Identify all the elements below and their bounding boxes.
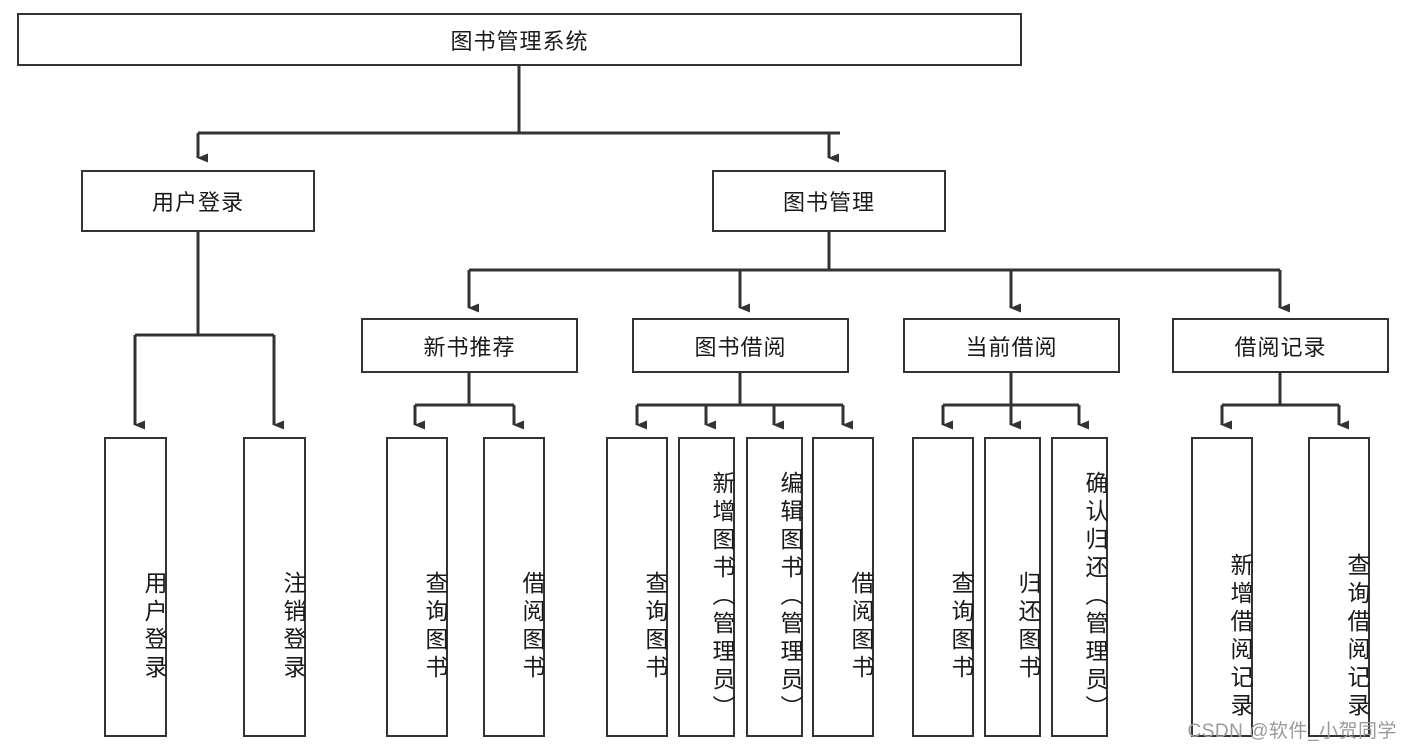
node-leaf-query-book-current-label: 查询图书: [948, 571, 974, 683]
node-leaf-borrow-book-recommend[interactable]: 借阅图书: [483, 437, 545, 737]
node-current-borrow[interactable]: 当前借阅: [903, 318, 1120, 373]
node-book-borrow[interactable]: 图书借阅: [632, 318, 849, 373]
node-leaf-query-borrow-record[interactable]: 查询借阅记录: [1308, 437, 1370, 737]
node-leaf-query-book-borrow-label: 查询图书: [642, 571, 668, 683]
node-leaf-add-book-label: 新增图书（管理员）: [709, 471, 735, 723]
node-leaf-return-book[interactable]: 归还图书: [984, 437, 1041, 737]
node-book-management-label: 图书管理: [782, 190, 875, 215]
node-leaf-add-borrow-record[interactable]: 新增借阅记录: [1191, 437, 1253, 737]
node-root-label: 图书管理系统: [450, 28, 589, 54]
node-leaf-confirm-return-label: 确认归还（管理员）: [1082, 471, 1108, 723]
node-book-borrow-label: 图书借阅: [694, 334, 787, 360]
node-user-login-label: 用户登录: [151, 190, 244, 215]
node-leaf-query-borrow-record-label: 查询借阅记录: [1344, 553, 1370, 721]
node-current-borrow-label: 当前借阅: [965, 334, 1058, 360]
node-root[interactable]: 图书管理系统: [17, 13, 1022, 66]
node-leaf-user-login[interactable]: 用户登录: [104, 437, 167, 737]
node-leaf-confirm-return[interactable]: 确认归还（管理员）: [1051, 437, 1108, 737]
node-new-book-recommend-label: 新书推荐: [423, 334, 516, 360]
node-leaf-query-book-current[interactable]: 查询图书: [912, 437, 974, 737]
node-leaf-logout-label: 注销登录: [280, 571, 306, 683]
node-leaf-return-book-label: 归还图书: [1015, 571, 1041, 683]
node-leaf-query-book-borrow[interactable]: 查询图书: [606, 437, 668, 737]
node-leaf-user-login-label: 用户登录: [141, 571, 167, 683]
node-leaf-edit-book-label: 编辑图书（管理员）: [777, 471, 803, 723]
node-leaf-add-borrow-record-label: 新增借阅记录: [1227, 553, 1253, 721]
node-borrow-record-label: 借阅记录: [1234, 334, 1327, 360]
node-leaf-borrow-book-recommend-label: 借阅图书: [519, 571, 545, 683]
node-borrow-record[interactable]: 借阅记录: [1172, 318, 1389, 373]
node-leaf-logout[interactable]: 注销登录: [243, 437, 306, 737]
node-leaf-query-book-recommend[interactable]: 查询图书: [386, 437, 448, 737]
node-leaf-edit-book[interactable]: 编辑图书（管理员）: [746, 437, 803, 737]
node-user-login[interactable]: 用户登录: [81, 170, 315, 232]
watermark: CSDN @软件_小贺同学: [1187, 721, 1397, 742]
node-new-book-recommend[interactable]: 新书推荐: [361, 318, 578, 373]
node-book-management[interactable]: 图书管理: [712, 170, 946, 232]
node-leaf-borrow-book-label: 借阅图书: [848, 571, 874, 683]
node-leaf-query-book-recommend-label: 查询图书: [422, 571, 448, 683]
node-leaf-borrow-book[interactable]: 借阅图书: [812, 437, 874, 737]
node-leaf-add-book[interactable]: 新增图书（管理员）: [678, 437, 735, 737]
